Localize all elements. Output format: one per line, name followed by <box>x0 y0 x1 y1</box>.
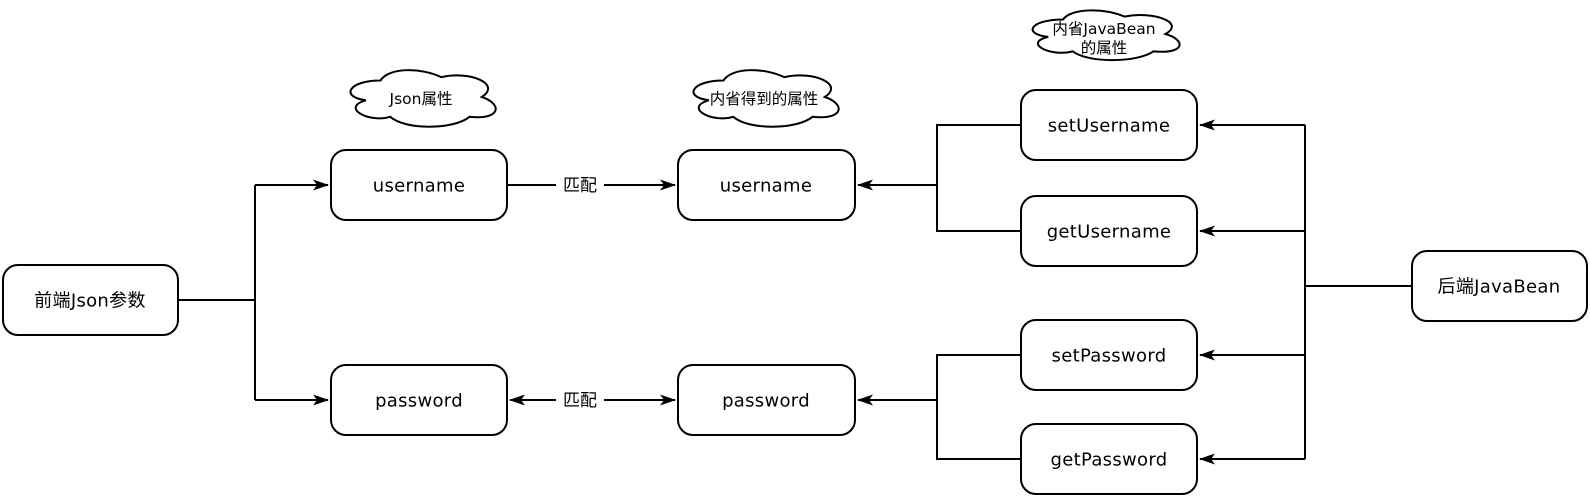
node-set-username-box <box>1020 89 1198 161</box>
cloud-json-attrs: Json属性 <box>349 69 497 128</box>
node-prop-username-box <box>677 149 856 221</box>
edge-label-match-bottom-text: 匹配 <box>563 391 597 411</box>
node-prop-username-label: username <box>720 176 812 197</box>
node-frontend-json-label: 前端Json参数 <box>34 291 146 312</box>
node-backend-javabean: 后端JavaBean <box>1411 250 1588 322</box>
node-prop-password-box <box>677 364 856 436</box>
node-get-username-label: getUsername <box>1047 222 1172 243</box>
node-json-username-label: username <box>373 176 465 197</box>
node-json-username: username <box>330 149 508 221</box>
cloud-json-attrs-label: Json属性 <box>389 90 453 108</box>
node-prop-password: password <box>677 364 856 436</box>
node-prop-username: username <box>677 149 856 221</box>
cloud-introspected-attrs-shape <box>692 69 840 128</box>
node-get-username-box <box>1020 195 1198 267</box>
edge-password-accessor-bracket <box>936 354 1021 460</box>
node-json-username-box <box>330 149 508 221</box>
cloud-javabean-attrs-label-line1: 内省JavaBean <box>1052 20 1155 38</box>
edge-label-match-top-text: 匹配 <box>563 176 597 196</box>
edge-label-match-top: 匹配 <box>556 173 604 197</box>
node-set-password: setPassword <box>1020 319 1198 391</box>
node-json-password-label: password <box>375 391 463 412</box>
node-get-password-box <box>1020 423 1198 495</box>
node-get-password: getPassword <box>1020 423 1198 495</box>
edge-username-accessor-bracket <box>936 124 1021 232</box>
node-json-password: password <box>330 364 508 436</box>
node-backend-javabean-label: 后端JavaBean <box>1438 277 1561 298</box>
node-frontend-json: 前端Json参数 <box>2 264 179 336</box>
cloud-introspected-attrs-label: 内省得到的属性 <box>710 90 819 108</box>
node-set-password-box <box>1020 319 1198 391</box>
node-get-username: getUsername <box>1020 195 1198 267</box>
edge-label-match-top-bg <box>556 173 604 197</box>
edge-label-match-bottom: 匹配 <box>556 388 604 412</box>
node-frontend-json-box <box>2 264 179 336</box>
cloud-javabean-attrs-label-line2: 的属性 <box>1081 39 1128 57</box>
node-set-username-label: setUsername <box>1048 116 1171 137</box>
node-get-password-label: getPassword <box>1051 450 1168 471</box>
cloud-javabean-attrs-shape <box>1031 9 1181 62</box>
node-set-password-label: setPassword <box>1052 346 1167 367</box>
cloud-javabean-attrs: 内省JavaBean 的属性 <box>1031 9 1181 62</box>
node-set-username: setUsername <box>1020 89 1198 161</box>
cloud-introspected-attrs: 内省得到的属性 <box>692 69 840 128</box>
edge-label-match-bottom-bg <box>556 388 604 412</box>
cloud-json-attrs-shape <box>349 69 497 128</box>
node-backend-javabean-box <box>1411 250 1588 322</box>
node-json-password-box <box>330 364 508 436</box>
node-prop-password-label: password <box>722 391 810 412</box>
